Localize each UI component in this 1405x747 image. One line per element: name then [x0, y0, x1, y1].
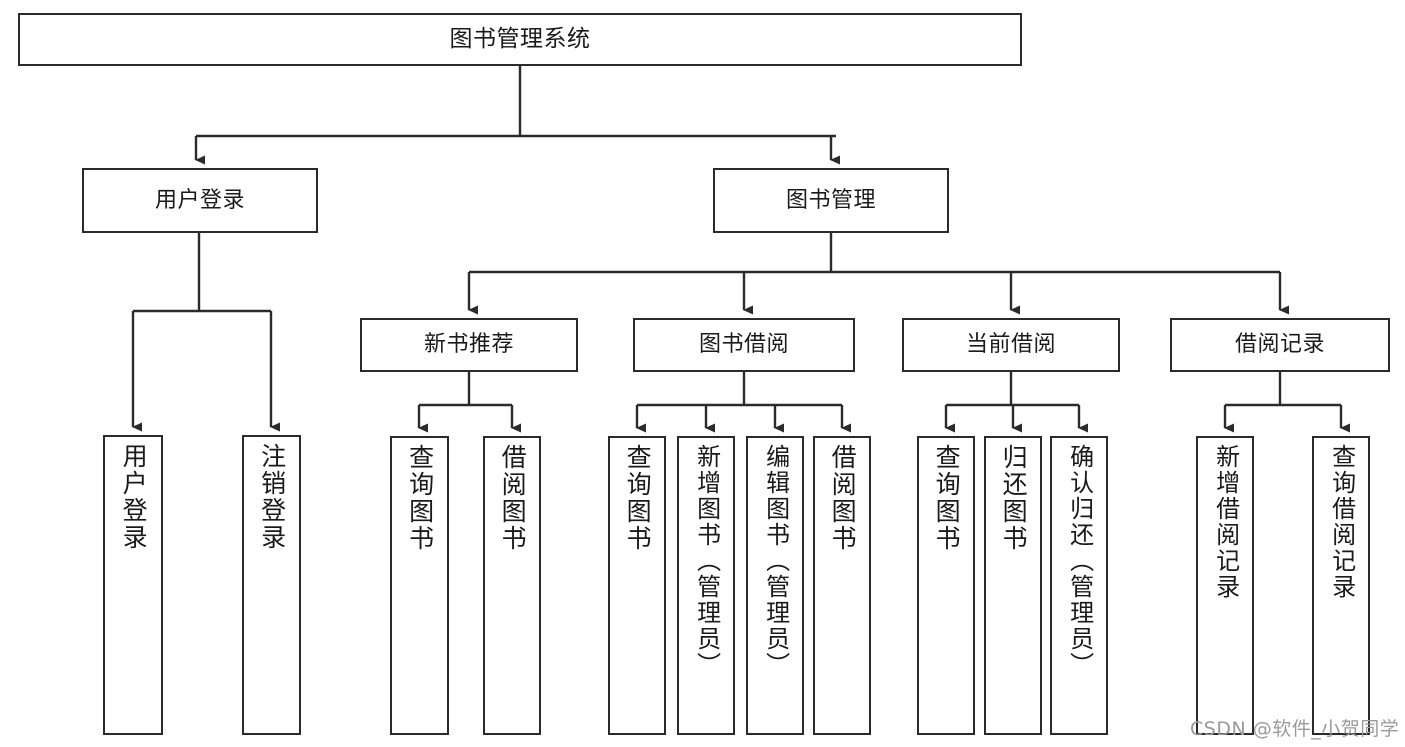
csdn-watermark: CSDN @软件_小贺同学 [1190, 718, 1400, 740]
node-label: 借阅记录 [1234, 332, 1325, 358]
node-label: 查询图书 [405, 444, 435, 552]
node-label: 新书推荐 [423, 332, 514, 358]
node-label: 图书借阅 [698, 332, 789, 358]
node-leaf-borrow-book-recommend[interactable]: 借阅图书 [483, 436, 541, 735]
node-leaf-add-book-admin[interactable]: 新增图书（管理员） [677, 436, 735, 735]
node-leaf-edit-book-admin[interactable]: 编辑图书（管理员） [746, 436, 804, 735]
node-label: 用户登录 [154, 187, 245, 213]
node-label: 图书管理 [785, 187, 876, 213]
node-label: 新增借阅记录 [1211, 444, 1240, 600]
node-label: 新增图书（管理员） [692, 444, 721, 678]
node-leaf-query-book-borrow[interactable]: 查询图书 [608, 436, 666, 735]
node-label: 当前借阅 [965, 332, 1056, 358]
node-label: 确认归还（管理员） [1065, 444, 1094, 678]
node-leaf-logout[interactable]: 注销登录 [242, 435, 301, 735]
node-label: 图书管理系统 [449, 25, 591, 52]
node-leaf-user-login[interactable]: 用户登录 [103, 435, 163, 735]
node-label: 用户登录 [119, 443, 149, 551]
node-borrowing-record[interactable]: 借阅记录 [1170, 318, 1390, 372]
node-label: 查询图书 [932, 444, 962, 552]
node-label: 借阅图书 [828, 444, 858, 552]
node-root-book-management-system[interactable]: 图书管理系统 [18, 13, 1022, 66]
node-user-login[interactable]: 用户登录 [82, 168, 318, 233]
node-leaf-query-book-recommend[interactable]: 查询图书 [390, 436, 449, 735]
node-label: 借阅图书 [498, 444, 528, 552]
node-leaf-return-book[interactable]: 归还图书 [984, 436, 1042, 735]
node-leaf-borrow-book[interactable]: 借阅图书 [813, 436, 871, 735]
node-label: 查询借阅记录 [1327, 444, 1356, 600]
node-label: 归还图书 [999, 444, 1029, 552]
node-current-borrowing[interactable]: 当前借阅 [902, 318, 1120, 372]
node-leaf-confirm-return-admin[interactable]: 确认归还（管理员） [1050, 436, 1108, 735]
node-label: 查询图书 [623, 444, 653, 552]
node-book-management[interactable]: 图书管理 [713, 168, 949, 233]
node-label: 注销登录 [257, 443, 287, 551]
node-book-borrowing[interactable]: 图书借阅 [633, 318, 855, 372]
node-leaf-query-borrow-record[interactable]: 查询借阅记录 [1312, 436, 1370, 735]
node-leaf-query-book-current[interactable]: 查询图书 [917, 436, 975, 735]
node-leaf-add-borrow-record[interactable]: 新增借阅记录 [1196, 436, 1254, 735]
node-new-book-recommendation[interactable]: 新书推荐 [360, 318, 578, 372]
node-label: 编辑图书（管理员） [761, 444, 790, 678]
